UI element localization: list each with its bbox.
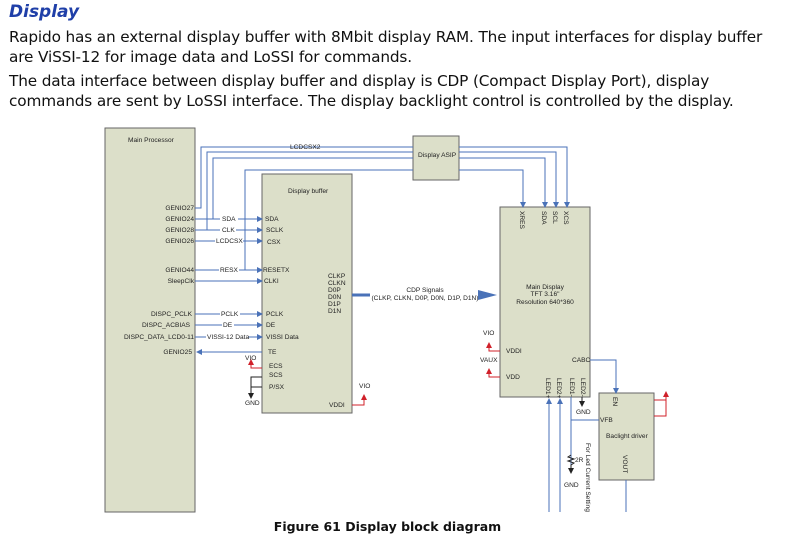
figure-caption: Figure 61 Display block diagram <box>273 519 502 534</box>
pin-led2-minus: LED2- <box>579 378 586 397</box>
pin-sleepclk: SleepClk <box>168 278 195 285</box>
pin-vissi-data: VISSI Data <box>266 334 299 341</box>
pin-xres: XRES <box>518 211 525 230</box>
pin-led1-plus: LED1+ <box>544 378 551 398</box>
pin-scl: SCL <box>551 211 558 224</box>
pin-led2-plus: LED2+ <box>555 378 562 398</box>
led-gnd: GND <box>564 482 579 489</box>
pin-led1-minus: LED1- <box>568 378 575 397</box>
buffer-gnd: GND <box>245 400 260 407</box>
pin-genio26: GENIO26 <box>165 238 194 245</box>
led2-gnd: GND <box>576 409 591 416</box>
pin-dispc-pclk: DISPC_PCLK <box>151 311 193 318</box>
pin-vfb: VFB <box>600 417 613 424</box>
pin-dispc-data: DISPC_DATA_LCD0-11 <box>124 334 194 341</box>
pin-cabc: CABC <box>572 357 591 364</box>
backlight-driver-title: Baclight driver <box>606 433 649 440</box>
resistor-note: For Led Current Setting <box>584 443 591 512</box>
signal-resx: RESX <box>220 267 239 274</box>
pin-d1n: D1N <box>328 308 341 315</box>
main-display-title: Main Display <box>526 284 564 291</box>
pin-de: DE <box>266 322 276 329</box>
buffer-vddi-vio: VIO <box>359 383 370 390</box>
pin-genio27: GENIO27 <box>165 205 194 212</box>
signal-sda: SDA <box>222 216 236 223</box>
main-display-block <box>499 206 591 398</box>
backlight-driver-block <box>598 392 655 481</box>
paragraph-2: The data interface between display buffe… <box>9 72 734 110</box>
pin-sclk: SCLK <box>266 227 284 234</box>
pin-csx: CSX <box>267 239 281 246</box>
pin-display-vddi: VDDI <box>506 348 522 355</box>
main-display-top-pins: XRES SDA SCL XCS <box>518 211 569 230</box>
pin-en: EN <box>611 397 618 406</box>
display-asip-title: Display ASIP <box>418 152 457 159</box>
cdp-signal-list: (CLKP, CLKN, D0P, D0N, D1P, D1N) <box>371 295 478 302</box>
resistor-value: 2R <box>575 457 584 464</box>
pin-scs: SCS <box>269 372 283 379</box>
paragraph-1: Rapido has an external display buffer wi… <box>9 28 763 66</box>
signal-pclk: PCLK <box>221 311 239 318</box>
section-title: Display <box>9 2 80 22</box>
pin-vout: VOUT <box>621 455 628 473</box>
buffer-ecs-vio: VIO <box>245 355 256 362</box>
pin-d0n: D0N <box>328 294 341 301</box>
signal-lcdcsx: LCDCSX <box>216 238 243 245</box>
pin-sda-display: SDA <box>540 211 547 225</box>
display-vio: VIO <box>483 330 494 337</box>
pin-clki: CLKI <box>264 278 279 285</box>
main-processor-title: Main Processor <box>128 137 175 144</box>
signal-clk: CLK <box>222 227 235 234</box>
pin-clkp: CLKP <box>328 273 346 280</box>
main-processor-block <box>104 127 196 513</box>
pin-pclk: PCLK <box>266 311 284 318</box>
pin-xcs: XCS <box>562 211 569 225</box>
signal-de: DE <box>223 322 233 329</box>
display-buffer-title: Display buffer <box>288 188 329 195</box>
pin-dispc-acbias: DISPC_ACBIAS <box>142 322 191 329</box>
main-display-type: TFT 3.16" <box>531 291 561 298</box>
pin-vdd: VDD <box>506 374 520 381</box>
pin-genio28: GENIO28 <box>165 227 194 234</box>
pin-buffer-sda: SDA <box>265 216 279 223</box>
pin-psx: P/SX <box>269 384 285 391</box>
lcdcsx2-line <box>195 146 413 209</box>
signal-vissi12-data: VISSI-12 Data <box>207 334 249 341</box>
pin-genio44: GENIO44 <box>165 267 194 274</box>
pin-buffer-vddi: VDDI <box>329 402 345 409</box>
display-vaux: VAUX <box>480 357 498 364</box>
main-display-resolution: Resolution 640*360 <box>516 299 574 306</box>
pin-clkn: CLKN <box>328 280 346 287</box>
pin-d1p: D1P <box>328 301 341 308</box>
cdp-label: CDP Signals <box>406 287 444 294</box>
pin-d0p: D0P <box>328 287 341 294</box>
signal-lcdcsx2: LCDCSX2 <box>290 144 321 151</box>
pin-resetx: RESETX <box>263 267 290 274</box>
pin-ecs: ECS <box>269 363 283 370</box>
pin-genio24: GENIO24 <box>165 216 194 223</box>
pin-genio25: GENIO25 <box>163 349 192 356</box>
display-asip-block <box>412 135 460 181</box>
display-buffer-block <box>261 173 353 414</box>
pin-te: TE <box>268 349 277 356</box>
